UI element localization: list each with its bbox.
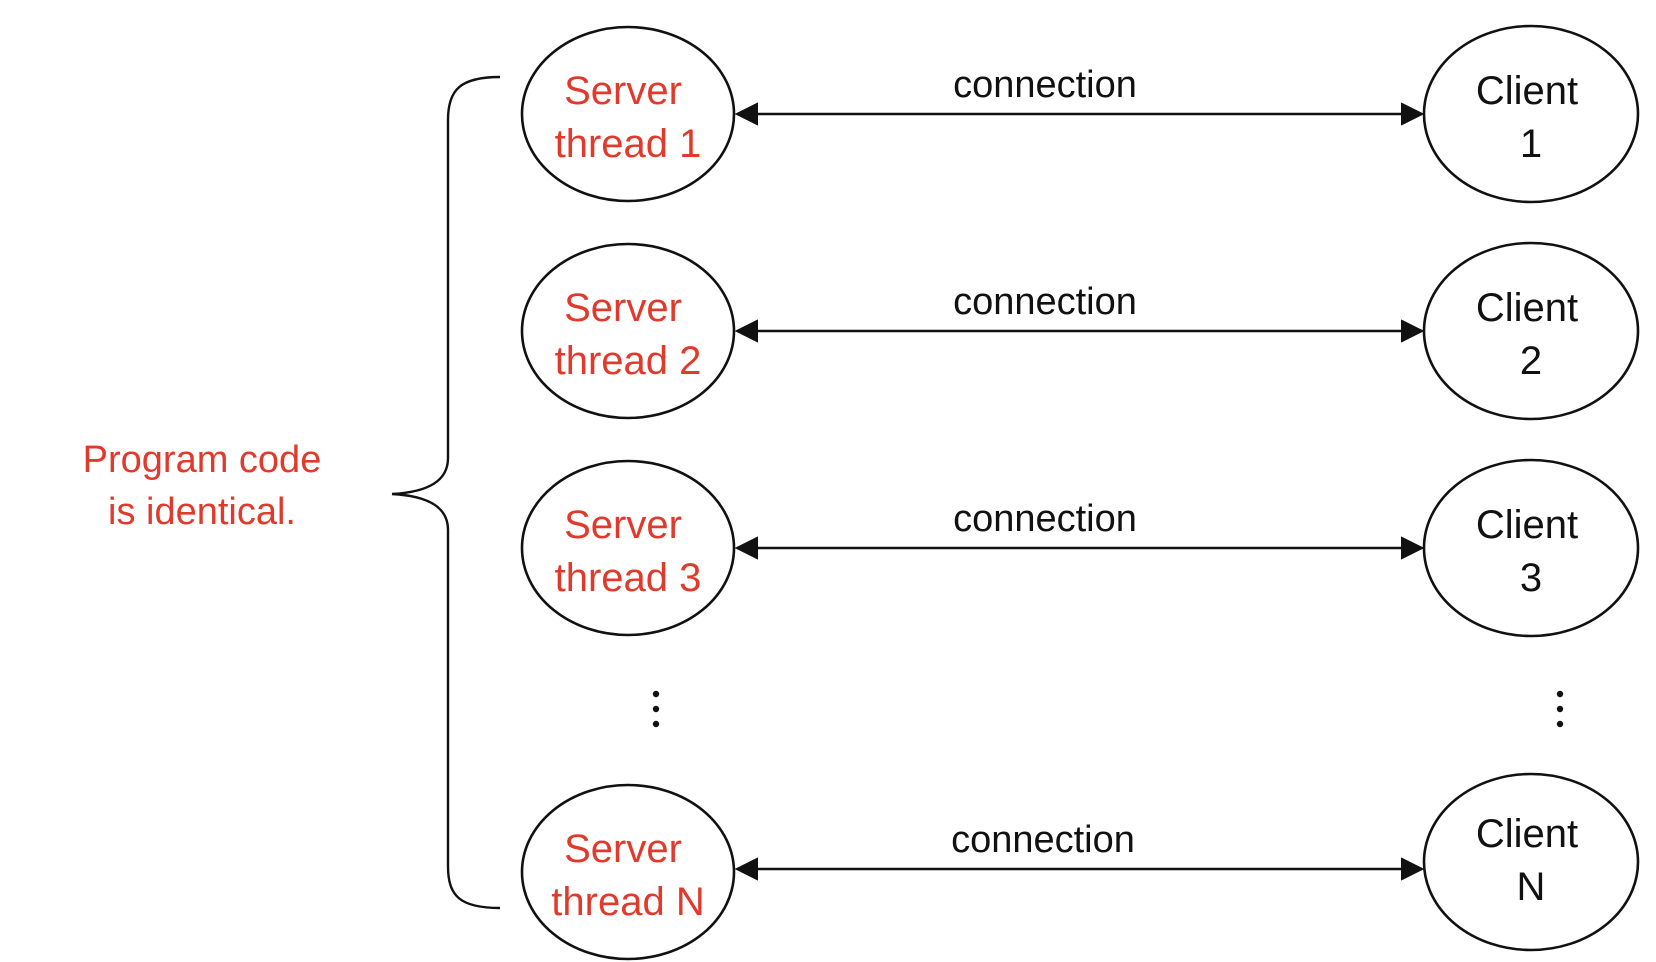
client-number: 2 xyxy=(1520,339,1542,383)
client-label: Client xyxy=(1476,286,1578,330)
server-ellipsis xyxy=(652,690,660,728)
client-number: 3 xyxy=(1520,556,1542,600)
client-node xyxy=(1422,241,1640,421)
note-line-1: Program code xyxy=(83,439,322,481)
row-n: Server thread N connection Client N xyxy=(520,772,1640,961)
client-node xyxy=(1422,458,1640,638)
server-thread-label: thread 3 xyxy=(555,556,702,600)
row-1: Server thread 1 connection Client 1 xyxy=(520,24,1640,204)
server-thread-label: thread 1 xyxy=(555,122,702,166)
server-label: Server xyxy=(564,69,682,113)
client-label: Client xyxy=(1476,503,1578,547)
connection-label: connection xyxy=(951,819,1135,861)
server-thread-label: thread N xyxy=(551,880,704,924)
connection-label: connection xyxy=(953,281,1137,323)
connection-label: connection xyxy=(953,498,1137,540)
server-thread-node xyxy=(520,25,736,203)
client-label: Client xyxy=(1476,812,1578,856)
server-label: Server xyxy=(564,827,682,871)
client-label: Client xyxy=(1476,69,1578,113)
client-node xyxy=(1422,24,1640,204)
server-thread-node xyxy=(520,459,736,637)
server-thread-label: thread 2 xyxy=(555,339,702,383)
server-label: Server xyxy=(564,286,682,330)
server-label: Server xyxy=(564,503,682,547)
connection-label: connection xyxy=(953,64,1137,106)
client-number: N xyxy=(1517,865,1546,909)
server-thread-node xyxy=(520,783,736,961)
row-2: Server thread 2 connection Client 2 xyxy=(520,241,1640,421)
brace xyxy=(391,75,501,910)
client-number: 1 xyxy=(1520,122,1542,166)
row-3: Server thread 3 connection Client 3 xyxy=(520,458,1640,638)
client-ellipsis xyxy=(1556,690,1564,728)
server-thread-node xyxy=(520,242,736,420)
client-node xyxy=(1422,772,1640,952)
note-line-2: is identical. xyxy=(108,491,296,533)
